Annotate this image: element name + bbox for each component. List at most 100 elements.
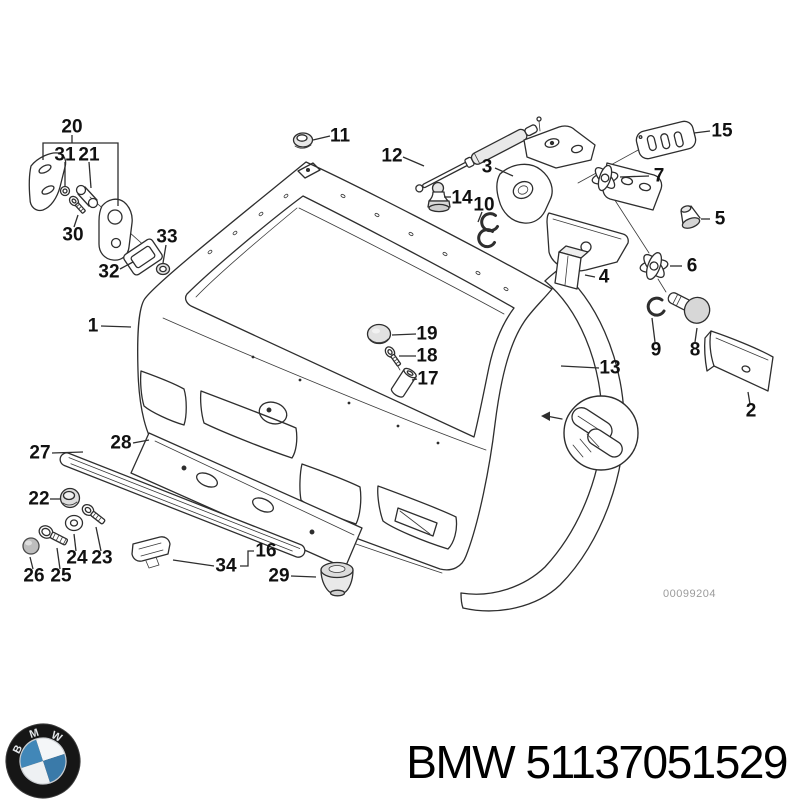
- part-label-16: 16: [255, 541, 276, 562]
- part-label-12: 12: [381, 146, 402, 167]
- leader-13: [560, 365, 600, 369]
- part-20-hinge-bracket: [98, 198, 133, 261]
- part-15-shim-plate: [635, 120, 697, 160]
- part-label-28: 28: [110, 433, 131, 454]
- leader-1: [100, 325, 132, 328]
- part-11-grommet: [292, 132, 314, 149]
- part-label-3: 3: [482, 157, 493, 178]
- part-label-5: 5: [715, 209, 726, 230]
- part-7-spreader-nut: [591, 164, 619, 192]
- part-26-cap: [22, 537, 40, 555]
- part-14-ball-pin: [427, 181, 451, 213]
- part-28-base-panel: [130, 432, 363, 569]
- leader-33: [162, 244, 167, 264]
- leader-16: [240, 550, 254, 567]
- part-label-30: 30: [62, 225, 83, 246]
- leader-7: [619, 175, 650, 178]
- leader-28: [132, 439, 150, 444]
- leader-3: [494, 167, 514, 177]
- part-label-2: 2: [746, 401, 757, 422]
- part-29-buffer: [320, 561, 354, 597]
- part-label-15: 15: [711, 121, 733, 142]
- part-9-lock-ring: [646, 296, 666, 317]
- part-label-18: 18: [416, 346, 437, 367]
- part-20-hinge-set: [28, 152, 171, 276]
- part-19-cap: [366, 323, 392, 345]
- part-33-washer: [155, 262, 171, 276]
- seal-cross-section-magnifier: [541, 395, 639, 471]
- part-label-1: 1: [88, 316, 99, 337]
- part-label-33: 33: [156, 227, 177, 248]
- part-label-31: 31: [54, 145, 76, 166]
- part-label-8: 8: [690, 340, 701, 361]
- part-32-gasket: [123, 238, 163, 276]
- part-22-nut: [59, 487, 81, 509]
- leader-19: [391, 333, 417, 336]
- part-label-23: 23: [91, 548, 112, 569]
- part-label-7: 7: [654, 166, 665, 187]
- leader-21: [88, 161, 92, 189]
- part-8-pivot-pin: [667, 292, 711, 324]
- leader-12: [402, 156, 425, 167]
- leader-17: [411, 378, 418, 381]
- leader-4: [584, 274, 596, 278]
- part-label-9: 9: [651, 340, 662, 361]
- leader-32: [119, 261, 134, 270]
- part-label-19: 19: [416, 324, 437, 345]
- part-label-24: 24: [66, 548, 88, 569]
- part-17-spacer-sleeve: [390, 364, 417, 398]
- part-12-gas-strut: [415, 124, 538, 193]
- watermark: 00099204: [663, 588, 716, 600]
- part-30-screw: [68, 195, 86, 214]
- leader-34: [172, 559, 215, 567]
- magnifier-arrow-icon: [541, 411, 550, 421]
- leader-2: [747, 391, 751, 405]
- part-label-14: 14: [451, 188, 473, 209]
- leader-20: [42, 142, 119, 206]
- leader-24: [73, 533, 77, 552]
- part-label-11: 11: [330, 126, 351, 147]
- leader-23: [95, 526, 102, 552]
- part-18-screw: [384, 346, 402, 367]
- part-label-27: 27: [29, 443, 50, 464]
- logo-letter-m: M: [28, 727, 40, 741]
- part-label-6: 6: [687, 256, 698, 277]
- part-31-washer: [59, 185, 71, 197]
- part-label-29: 29: [268, 566, 289, 587]
- part-label-20: 20: [61, 117, 82, 138]
- part-24-washer: [64, 514, 84, 532]
- part-27-protective-strip: [59, 452, 306, 558]
- part-label-32: 32: [98, 262, 119, 283]
- part-10-lock-rings: [477, 212, 499, 249]
- part-label-34: 34: [215, 556, 237, 577]
- part-label-4: 4: [599, 267, 610, 288]
- leader-15: [693, 130, 711, 134]
- part-label-21: 21: [78, 145, 100, 166]
- leader-10: [477, 211, 483, 223]
- leader-27: [51, 451, 84, 454]
- part-label-10: 10: [473, 195, 494, 216]
- part-label-22: 22: [28, 489, 49, 510]
- part-label-13: 13: [599, 358, 620, 379]
- part-34-clamp: [131, 536, 171, 569]
- part-6-spreader-nut: [639, 252, 669, 280]
- part-4-pad: [554, 245, 589, 290]
- part-label-26: 26: [23, 566, 44, 587]
- leader-8: [694, 327, 698, 343]
- leader-29: [290, 575, 317, 578]
- bmw-roundel-logo: B M W: [3, 722, 83, 800]
- part-2-bracket: [703, 330, 774, 392]
- part-25-screw: [38, 525, 69, 546]
- leader-30: [73, 214, 79, 228]
- part-21-pin: [75, 184, 99, 209]
- part-label-25: 25: [50, 566, 72, 587]
- part-5-plug: [680, 205, 701, 229]
- part-number-title: BMW 51137051529: [406, 736, 788, 788]
- leader-11: [312, 135, 331, 141]
- leader-25: [56, 547, 61, 570]
- leader-26: [29, 556, 34, 570]
- leader-9: [651, 317, 656, 343]
